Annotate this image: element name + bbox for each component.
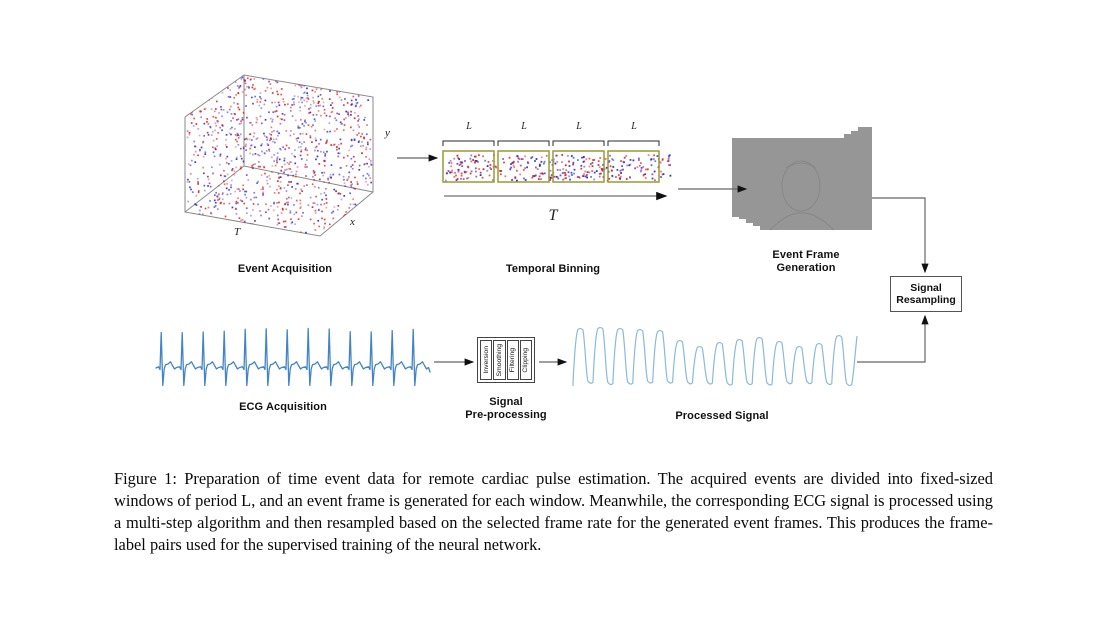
preprocessing-step-clipping: Clipping — [519, 340, 532, 380]
frame-face-outline — [781, 160, 821, 212]
preprocessing-step-smoothing: Smoothing — [493, 340, 506, 380]
processed-signal-label: Processed Signal — [675, 410, 769, 422]
signal-preprocessing-box: Inversion Smoothing Filtering Clipping — [477, 337, 535, 383]
signal-resampling-label-line2: Resampling — [896, 294, 956, 306]
bin-width-bracket — [607, 140, 660, 146]
event-cube-dots — [186, 76, 373, 236]
signal-preprocessing-label-line2: Pre-processing — [465, 409, 547, 421]
cube-axis-t-label: T — [234, 226, 241, 238]
event-frame-generation-label-line2: Generation — [776, 262, 836, 274]
bin-width-label-3: L — [576, 121, 582, 132]
cube-axis-x-label: x — [350, 216, 355, 228]
event-frame-generation-label: Event Frame Generation — [716, 249, 896, 275]
preprocessing-step-filtering: Filtering — [506, 340, 519, 380]
event-acquisition-label: Event Acquisition — [237, 263, 333, 275]
signal-preprocessing-label: Signal Pre-processing — [406, 396, 606, 422]
figure-caption: Figure 1: Preparation of time event data… — [114, 469, 993, 555]
event-cube — [184, 74, 374, 237]
step-label: Clipping — [522, 347, 530, 373]
bin-width-bracket — [497, 140, 550, 146]
bin-width-bracket — [442, 140, 495, 146]
bin-width-label-4: L — [631, 121, 637, 132]
bin-width-bracket — [552, 140, 605, 146]
ecg-waveform — [155, 327, 431, 387]
temporal-binning-strip — [442, 140, 672, 183]
event-frame-stack — [732, 127, 872, 231]
arrow-processed-to-resampling — [857, 314, 929, 363]
step-label: Smoothing — [495, 343, 503, 377]
signal-resampling-box: Signal Resampling — [890, 276, 962, 312]
step-label: Filtering — [509, 347, 517, 373]
arrow-frames-to-resampling — [872, 197, 929, 274]
signal-resampling-label-line1: Signal — [910, 281, 942, 294]
signal-preprocessing-label-line1: Signal — [489, 396, 523, 408]
bin-window — [552, 150, 605, 183]
bin-window — [607, 150, 660, 183]
bin-width-label-1: L — [466, 121, 472, 132]
step-label: Inversion — [482, 346, 490, 374]
bin-window — [442, 150, 495, 183]
processed-signal-waveform — [572, 326, 858, 387]
binning-time-axis-label: T — [548, 207, 558, 224]
ecg-acquisition-label: ECG Acquisition — [239, 401, 327, 413]
temporal-binning-label: Temporal Binning — [505, 263, 601, 275]
event-frame-generation-label-line1: Event Frame — [772, 249, 840, 261]
cube-axis-y-label: y — [385, 127, 390, 139]
bin-width-label-2: L — [521, 121, 527, 132]
bin-window — [497, 150, 550, 183]
preprocessing-step-inversion: Inversion — [480, 340, 493, 380]
